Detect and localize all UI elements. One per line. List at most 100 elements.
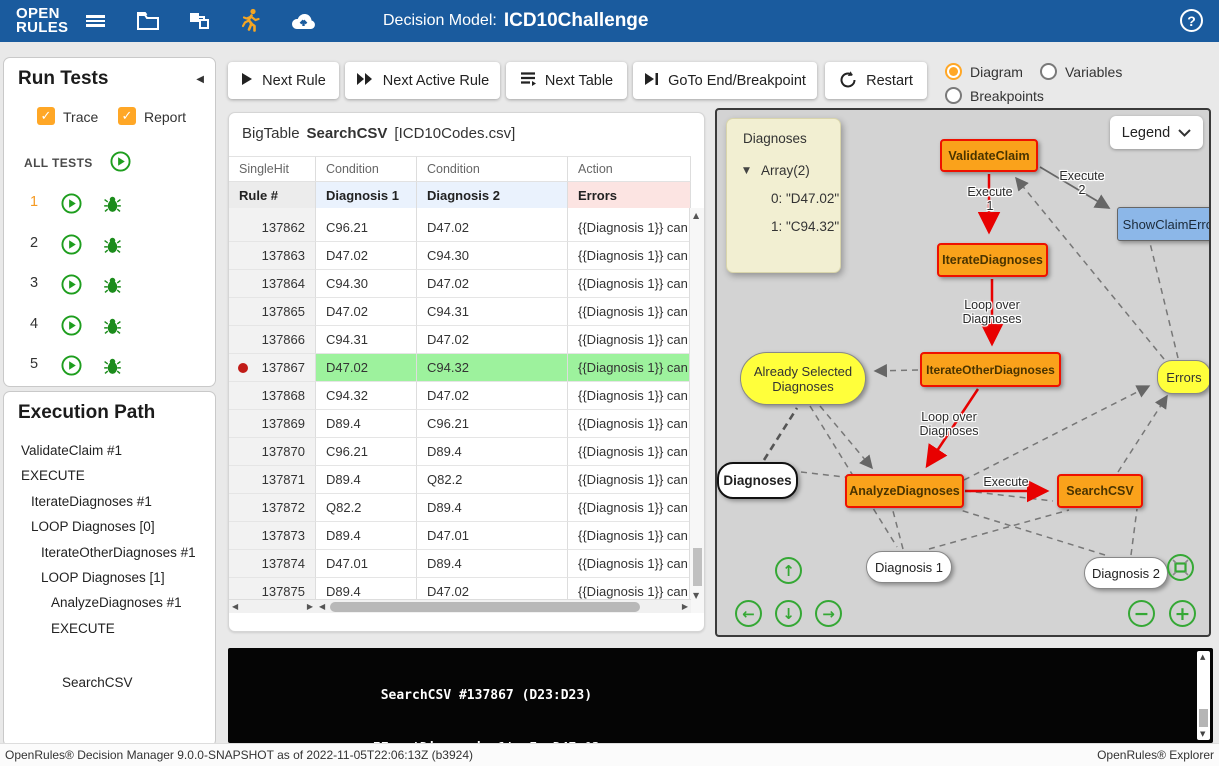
scroll-up-icon[interactable]: ▲: [693, 211, 700, 220]
scrollbar-thumb[interactable]: [1199, 709, 1208, 727]
run-test-button[interactable]: [61, 234, 82, 260]
debug-test-icon[interactable]: [103, 275, 122, 299]
node-iterate-diagnoses[interactable]: IterateDiagnoses: [937, 243, 1048, 277]
expand-triangle-icon[interactable]: ▼: [743, 166, 750, 176]
scroll-right-icon[interactable]: ▶: [306, 602, 313, 611]
tooltip-array-label: Array(2): [761, 163, 810, 178]
console-scrollbar[interactable]: ▲ ▼: [1197, 651, 1210, 740]
radio-variables-circle[interactable]: [1040, 63, 1057, 80]
scroll-left-icon[interactable]: ◀: [319, 602, 326, 611]
node-search-csv[interactable]: SearchCSV: [1057, 474, 1143, 508]
trace-checkbox[interactable]: ✓: [37, 107, 55, 125]
folder-icon[interactable]: [131, 0, 165, 42]
legend-dropdown[interactable]: Legend: [1110, 116, 1203, 149]
help-icon[interactable]: ?: [1180, 9, 1203, 32]
edge-label-execute: Execute: [983, 475, 1029, 489]
menu-icon[interactable]: [78, 0, 112, 42]
node-errors[interactable]: Errors: [1157, 360, 1209, 394]
radio-breakpoints[interactable]: Breakpoints: [945, 87, 1044, 104]
report-checkbox[interactable]: ✓: [118, 107, 136, 125]
openrules-logo: OPEN RULES: [16, 5, 69, 36]
node-show-claim-error[interactable]: ShowClaimError: [1117, 207, 1209, 241]
scroll-left-icon[interactable]: ◀: [232, 602, 239, 611]
pan-right-button[interactable]: →: [815, 600, 842, 627]
execution-path-item: LOOP Diagnoses [0]: [31, 519, 155, 535]
scroll-up-icon[interactable]: ▲: [1200, 653, 1206, 661]
node-analyze-diagnoses[interactable]: AnalyzeDiagnoses: [845, 474, 964, 508]
topbar: OPEN RULES: [0, 0, 1219, 42]
run-tests-title: Run Tests: [18, 68, 109, 89]
table-row: 137870 C96.21 D89.4 {{Diagnosis 1}} can: [229, 438, 691, 466]
radio-variables[interactable]: Variables: [1040, 63, 1122, 80]
debug-test-icon[interactable]: [103, 194, 122, 218]
goto-end-breakpoint-button[interactable]: GoTo End/Breakpoint: [633, 62, 817, 99]
sitemap-icon[interactable]: [182, 0, 216, 42]
node-diagnosis-1[interactable]: Diagnosis 1: [866, 551, 952, 583]
test-number: 4: [29, 316, 39, 332]
debug-test-icon[interactable]: [103, 316, 122, 340]
scroll-right-icon[interactable]: ▶: [681, 602, 688, 611]
table-row: 137864 C94.30 D47.02 {{Diagnosis 1}} can: [229, 270, 691, 298]
run-all-tests-button[interactable]: [110, 151, 131, 177]
table-row: 137862 C96.21 D47.02 {{Diagnosis 1}} can: [229, 214, 691, 242]
run-test-button[interactable]: [61, 193, 82, 219]
debug-test-icon[interactable]: [103, 235, 122, 259]
execution-path-item: EXECUTE: [51, 620, 115, 636]
table-horizontal-scrollbar[interactable]: ◀ ▶: [316, 599, 691, 613]
node-iterate-other-diagnoses[interactable]: IterateOtherDiagnoses: [920, 352, 1061, 387]
run-test-button[interactable]: [61, 315, 82, 341]
restart-button[interactable]: Restart: [825, 62, 927, 99]
tooltip-title: Diagnoses: [743, 131, 807, 146]
node-diagnoses[interactable]: Diagnoses: [717, 462, 798, 499]
scroll-down-icon[interactable]: ▼: [693, 591, 700, 600]
all-tests-label: ALL TESTS: [24, 156, 93, 170]
next-active-rule-button[interactable]: Next Active Rule: [345, 62, 500, 99]
node-already-selected-diagnoses[interactable]: Already Selected Diagnoses: [740, 352, 866, 405]
next-rule-button[interactable]: Next Rule: [228, 62, 339, 99]
run-test-button[interactable]: [61, 274, 82, 300]
scroll-down-icon[interactable]: ▼: [1200, 730, 1206, 738]
status-bar: OpenRules® Decision Manager 9.0.0-SNAPSH…: [0, 743, 1219, 766]
trace-label: Trace: [63, 109, 99, 125]
fit-view-button[interactable]: [1167, 554, 1194, 581]
skip-to-end-icon: [644, 72, 659, 90]
table-type-header-row: SingleHit Condition Condition Action: [229, 156, 691, 181]
test-number: 3: [29, 275, 39, 291]
table-list-icon: [520, 71, 536, 90]
rule-column-scrollbar[interactable]: ◀ ▶: [229, 599, 316, 613]
cloud-upload-icon[interactable]: [286, 0, 320, 42]
table-row-active: 137867 D47.02 C94.32 {{Diagnosis 1}} can: [229, 354, 691, 382]
play-icon: [241, 72, 253, 90]
version-info: OpenRules® Decision Manager 9.0.0-SNAPSH…: [5, 748, 473, 762]
pan-up-button[interactable]: ↑: [775, 557, 802, 584]
execution-path-item: ValidateClaim #1: [21, 443, 123, 458]
radio-breakpoints-circle[interactable]: [945, 87, 962, 104]
node-diagnosis-2[interactable]: Diagnosis 2: [1084, 557, 1168, 589]
collapse-panel-icon[interactable]: ◀: [196, 74, 204, 85]
node-validate-claim[interactable]: ValidateClaim: [940, 139, 1038, 172]
test-number: 1: [29, 194, 39, 210]
zoom-out-button[interactable]: −: [1128, 600, 1155, 627]
breakpoint-dot[interactable]: [238, 363, 248, 373]
scrollbar-thumb[interactable]: [330, 602, 640, 612]
scrollbar-thumb[interactable]: [693, 548, 702, 586]
debug-test-icon[interactable]: [103, 356, 122, 380]
zoom-in-button[interactable]: +: [1169, 600, 1196, 627]
diagram-edges: [762, 166, 1179, 556]
run-test-button[interactable]: [61, 355, 82, 381]
radio-diagram[interactable]: Diagram: [945, 63, 1023, 80]
radio-diagram-circle[interactable]: [945, 63, 962, 80]
pan-down-button[interactable]: ↓: [775, 600, 802, 627]
next-table-button[interactable]: Next Table: [506, 62, 627, 99]
pan-left-button[interactable]: ←: [735, 600, 762, 627]
table-row: 137871 D89.4 Q82.2 {{Diagnosis 1}} can: [229, 466, 691, 494]
execution-path-item: LOOP Diagnoses [1]: [41, 570, 165, 586]
table-vertical-scrollbar[interactable]: ▲ ▼: [689, 208, 704, 613]
run-debug-icon[interactable]: [234, 0, 268, 42]
